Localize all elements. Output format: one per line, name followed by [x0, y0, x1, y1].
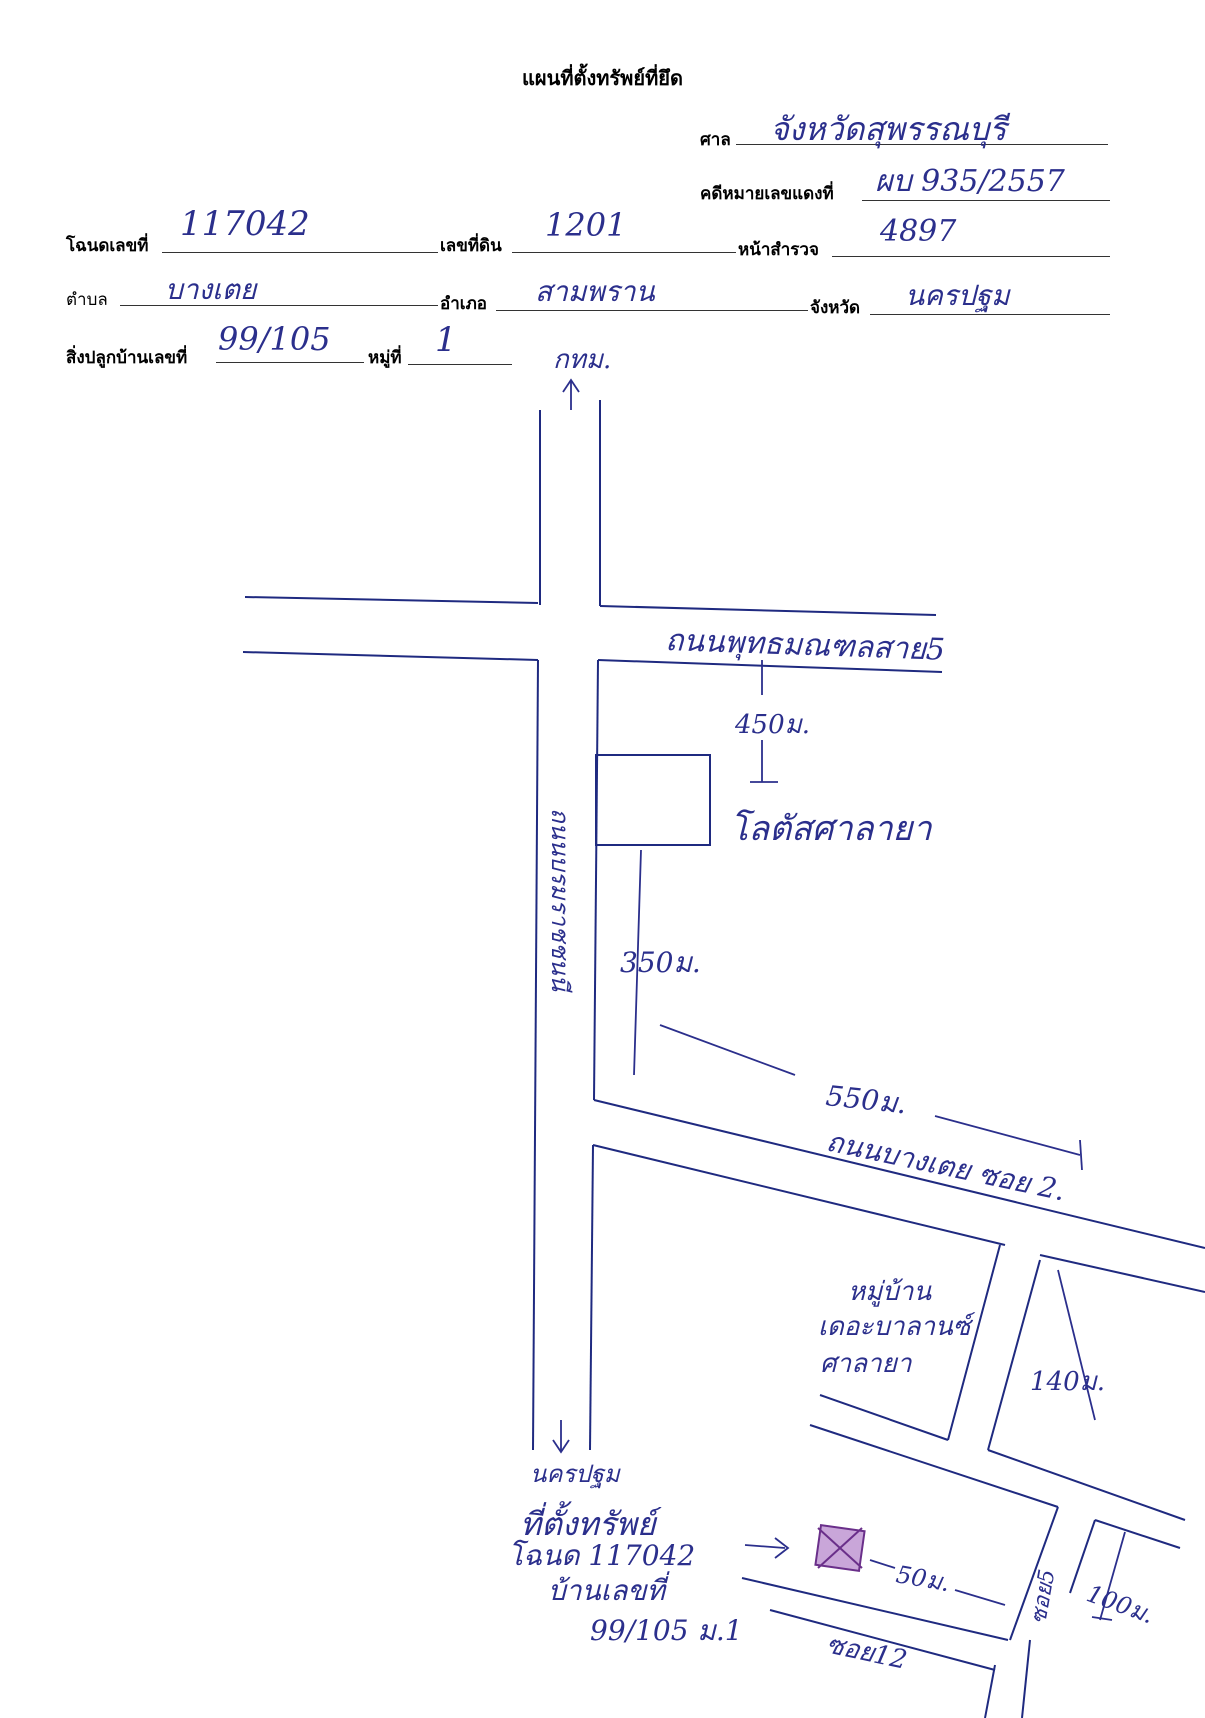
province-label: จังหวัด [810, 298, 861, 318]
soi-12-label: ซอย12 [824, 1630, 910, 1676]
road-edge-top-west [244, 596, 539, 604]
land-no-value: 1201 [545, 206, 627, 244]
subdistrict-line [120, 305, 438, 306]
dim50-left [869, 1559, 896, 1569]
property-label-1: ที่ตั้งทรัพย์ [520, 1501, 662, 1543]
survey-line [832, 256, 1110, 257]
village-roads [741, 1244, 1186, 1718]
land-no-line [512, 252, 736, 253]
soi12-edge-bottom [741, 1577, 1009, 1641]
village-edge-right [947, 1244, 1001, 1441]
dim140 [1057, 1269, 1096, 1421]
province-value: นครปฐม [905, 279, 1010, 312]
court-line [736, 144, 1108, 145]
village-label-2: เดอะบาลานซ์ [818, 1312, 975, 1342]
district-line [496, 310, 808, 311]
soi12-edge-lower [769, 1609, 996, 1671]
province-line [870, 314, 1110, 315]
case-line [862, 200, 1110, 201]
case-value: ผบ 935/2557 [875, 164, 1065, 199]
road-edge-lower-east [987, 1449, 1186, 1521]
house-no-value: 99/105 [218, 320, 331, 358]
dim100-tick [1091, 1616, 1113, 1621]
survey-label: หน้าสำรวจ [738, 240, 819, 260]
property-arrow-head [774, 1537, 790, 1559]
lotus-building [595, 754, 711, 846]
diagonal-road-top [593, 1099, 1205, 1249]
soi5-edge-left-upper [987, 1259, 1041, 1451]
dist-140-label: 140ม. [1030, 1367, 1105, 1397]
deed-value: 117042 [180, 204, 310, 244]
moo-value: 1 [435, 320, 457, 360]
property-arrow [744, 1544, 786, 1549]
dim100 [1099, 1531, 1126, 1621]
dim550-right [934, 1115, 1081, 1156]
soi5-edge-right [1069, 1519, 1096, 1594]
diagonal-road-bottom-a [592, 1144, 1006, 1246]
district-label: อำเภอ [440, 294, 487, 314]
survey-value: 4897 [880, 214, 957, 249]
horizontal-road [242, 596, 943, 673]
dim350 [633, 849, 642, 1076]
village-label-1: หมู่บ้าน [848, 1277, 932, 1307]
dim550-tick [1079, 1139, 1083, 1171]
property-label-4: 99/105 ม.1 [590, 1614, 743, 1647]
dist-350-label: 350ม. [620, 946, 701, 979]
soi5-corner [1094, 1519, 1181, 1549]
lotus-label: โลตัสศาลายา [730, 809, 932, 849]
road-edge-top-east [599, 605, 937, 616]
subdistrict-label: ตำบล [66, 290, 108, 310]
subdistrict-value: บางเตย [165, 273, 257, 306]
house-no-line [216, 362, 364, 363]
village-label-3: ศาลายา [820, 1349, 913, 1379]
soi-5-label: ซอย5 [1026, 1567, 1060, 1626]
property-label-3: บ้านเลขที่ [548, 1571, 670, 1607]
road-phutthamonthon-label: ถนนพุทธมณฑลสาย5 [665, 623, 946, 668]
village-edge-bottom [819, 1394, 949, 1441]
moo-line [408, 364, 512, 365]
dist-450-label: 450ม. [734, 710, 810, 740]
land-no-label: เลขที่ดิน [440, 236, 502, 256]
dist-550-label: 550ม. [824, 1079, 908, 1120]
deed-line [162, 252, 438, 253]
district-value: สามพราน [535, 275, 655, 308]
page-title: แผนที่ตั้งทรัพย์ที่ยึด [522, 66, 683, 90]
dist-100-label: 100ม. [1083, 1579, 1158, 1629]
deed-label: โฉนดเลขที่ [66, 236, 149, 256]
soi5-edge-left [1009, 1506, 1059, 1641]
property-marker [814, 1524, 866, 1572]
road-edge-left-south [532, 659, 539, 1451]
diagonal-road [592, 1099, 1205, 1293]
road-edge-right-south [589, 1144, 594, 1451]
south-label: นครปฐม [530, 1460, 621, 1489]
dim550-left [659, 1024, 796, 1076]
soi5-south-end [1021, 1639, 1031, 1718]
court-value: จังหวัดสุพรรณบุรี [770, 110, 1007, 148]
south-arrow-head [552, 1439, 570, 1454]
court-label: ศาล [700, 130, 731, 150]
north-arrow-head [562, 378, 580, 393]
dim50-right [954, 1589, 1006, 1606]
vertical-road [532, 400, 601, 1451]
soi12-end [984, 1664, 996, 1718]
property-label-2: โฉนด 117042 [508, 1539, 695, 1572]
road-edge-bottom-west [242, 651, 539, 661]
road-edge-bottom-east [597, 659, 943, 673]
road-side-label: ถนนบรมราชชนนี [546, 808, 574, 993]
house-no-label: สิ่งปลูกบ้านเลขที่ [66, 348, 188, 368]
road-bangtoei-label: ถนนบางเตย ซอย 2. [824, 1125, 1069, 1208]
dist-50-label: 50ม. [894, 1560, 952, 1597]
moo-label: หมู่ที่ [368, 348, 402, 368]
north-label: กทม. [553, 345, 611, 375]
soi12-edge-top [809, 1424, 1059, 1508]
diagonal-road-bottom-b [1039, 1254, 1205, 1293]
road-edge-right-mid [593, 659, 599, 1101]
annotations [552, 378, 1126, 1621]
case-label: คดีหมายเลขแดงที่ [700, 184, 834, 204]
